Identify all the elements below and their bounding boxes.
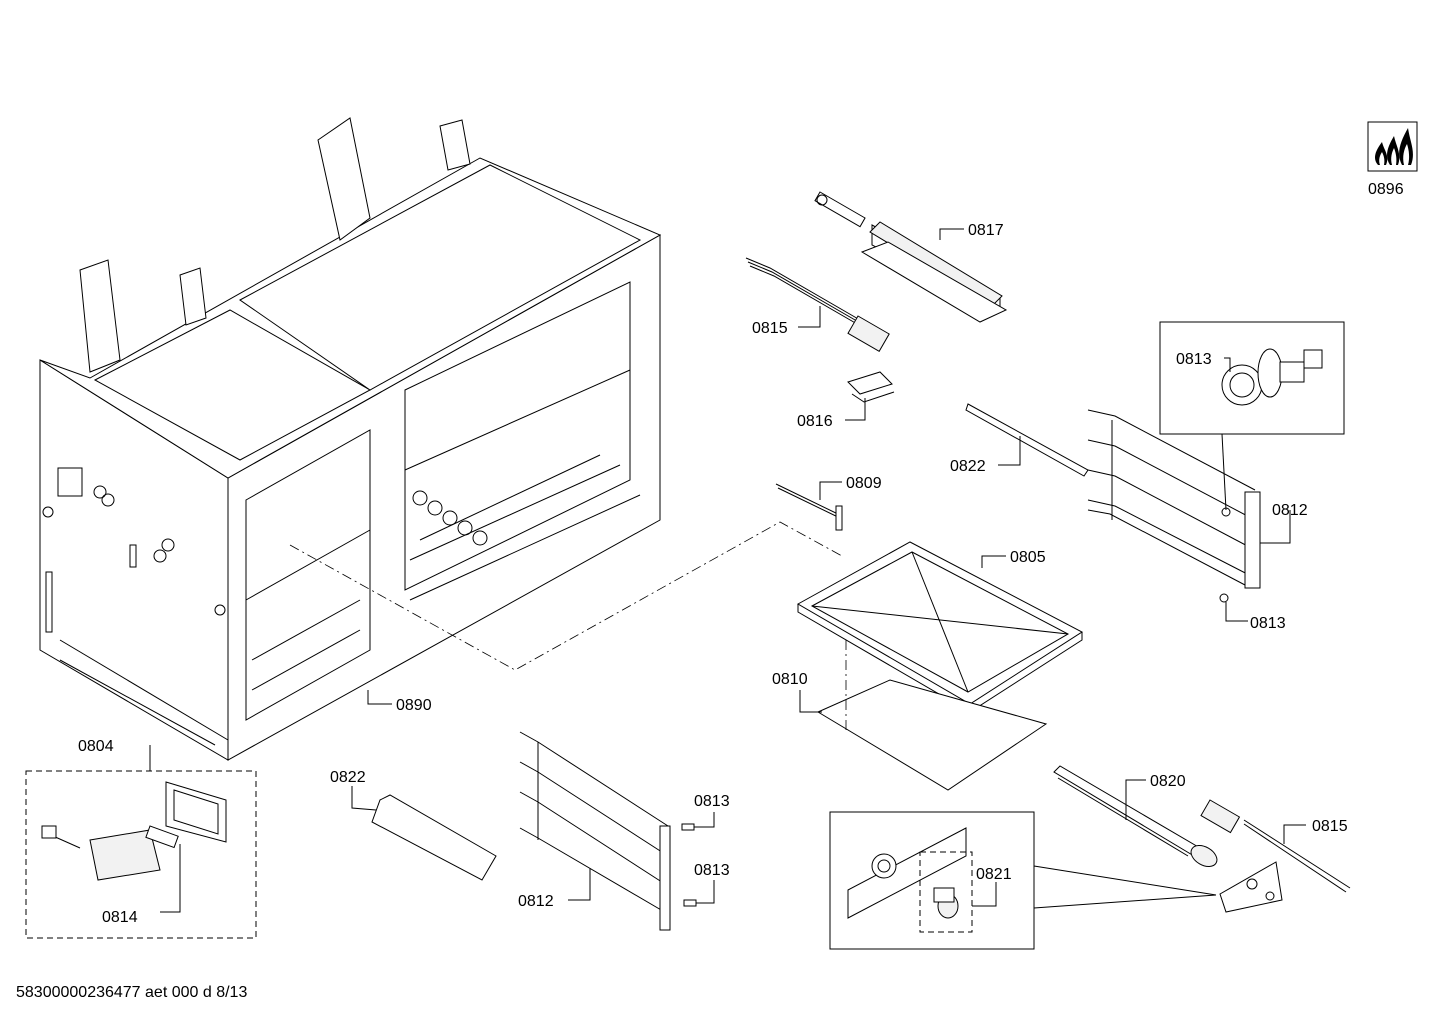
gas-flame-icon [1367,121,1418,172]
shelf-rack-bottom [519,731,671,931]
part-label-0820: 0820 [1150,773,1186,790]
shelf-rack-right [1087,409,1261,589]
clip-part [847,371,895,403]
part-label-0813-right: 0813 [1250,615,1286,632]
bracket-part [1219,861,1283,913]
part-label-0805: 0805 [1010,549,1046,566]
part-label-0815-bottom: 0815 [1312,818,1348,835]
detail-inset-box [1159,321,1345,435]
part-label-0817: 0817 [968,222,1004,239]
part-label-0813-b2: 0813 [694,862,730,879]
part-label-0822-bottom: 0822 [330,769,366,786]
part-label-0815-top: 0815 [752,320,788,337]
burner-part [814,191,1008,323]
part-label-0812-bottom: 0812 [518,893,554,910]
wire-harness-bottom [1200,799,1351,893]
part-label-0813-b1: 0813 [694,793,730,810]
strip-part-bottom [371,794,497,881]
oven-frame [39,117,662,761]
part-label-0813-inset: 0813 [1176,351,1212,368]
part-label-0896: 0896 [1368,181,1404,198]
part-label-0822-right: 0822 [950,458,986,475]
igniter-part [1053,765,1218,867]
part-label-0890: 0890 [396,697,432,714]
wire-harness-top [745,257,890,353]
tray-part [796,541,1083,713]
part-label-0812-right: 0812 [1272,502,1308,519]
document-id: 58300000236477 aet 000 d 8/13 [16,984,247,1001]
part-label-0816: 0816 [797,413,833,430]
part-label-0809: 0809 [846,475,882,492]
ignition-assembly-box [25,770,257,939]
part-label-0804: 0804 [78,738,114,755]
heat-shield-part [816,640,1048,791]
strip-part-right [965,403,1089,477]
screw-icon [1219,593,1229,603]
part-label-0810: 0810 [772,671,808,688]
part-label-0821: 0821 [976,866,1012,883]
part-label-0814: 0814 [102,909,138,926]
valve-detail-box [829,811,1035,950]
electrode-part [775,483,843,531]
